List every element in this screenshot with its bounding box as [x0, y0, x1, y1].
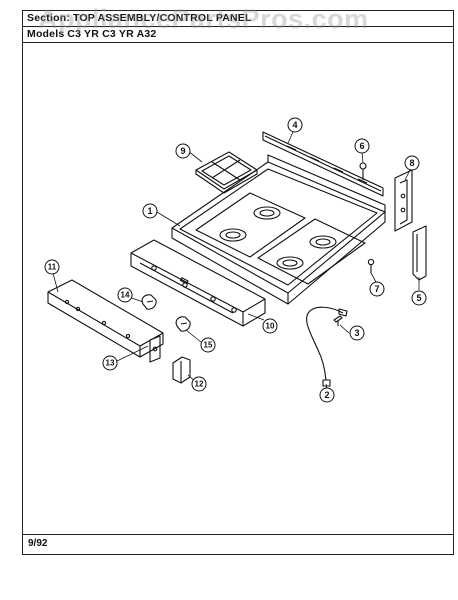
models-label: Models [27, 28, 65, 40]
valve-manifold-bracket [47, 279, 164, 363]
side-bracket [394, 169, 413, 232]
models-header: Models C3 YR C3 YR A32 [23, 27, 453, 43]
callout-12 [191, 376, 207, 392]
callout-5 [411, 290, 427, 306]
control-panel [130, 239, 266, 327]
callout-6 [354, 138, 370, 154]
side-trim [412, 225, 427, 281]
control-knob-left [141, 294, 157, 310]
callout-number-13: 13 [106, 359, 115, 368]
section-header: Section: TOP ASSEMBLY/CONTROL PANEL [23, 11, 453, 27]
wire-screw [333, 315, 343, 326]
callout-4 [287, 117, 303, 133]
callout-number-2: 2 [324, 390, 329, 400]
callout-7 [369, 281, 385, 297]
revision-date: 9/92 [28, 538, 48, 549]
callout-14 [117, 287, 133, 303]
callout-number-4: 4 [292, 120, 297, 130]
callout-numbers: 1 2 3 4 5 6 7 8 9 10 11 12 13 14 15 [48, 120, 422, 400]
backguard-rail [262, 131, 384, 197]
callout-number-8: 8 [409, 158, 414, 168]
callout-number-9: 9 [180, 146, 185, 156]
callout-number-11: 11 [48, 263, 57, 272]
callout-leaders [52, 131, 420, 390]
callout-number-5: 5 [416, 293, 421, 303]
igniter-wire [306, 306, 348, 387]
callout-1 [142, 203, 158, 219]
callout-number-3: 3 [354, 328, 359, 338]
callout-bubbles [44, 117, 427, 403]
callout-8 [404, 155, 420, 171]
callout-3 [349, 325, 365, 341]
callout-number-6: 6 [359, 141, 364, 151]
callout-10 [262, 318, 278, 334]
callout-number-14: 14 [121, 291, 130, 300]
section-title: TOP ASSEMBLY/CONTROL PANEL [72, 12, 252, 24]
callout-15 [200, 337, 216, 353]
cooktop-panel [171, 154, 386, 305]
callout-9 [175, 143, 191, 159]
callout-number-12: 12 [195, 380, 204, 389]
callout-number-15: 15 [204, 341, 213, 350]
control-knob-right [175, 316, 191, 332]
callout-number-1: 1 [147, 206, 152, 216]
callout-11 [44, 259, 60, 275]
section-label: Section: [27, 12, 71, 24]
callout-2 [319, 387, 335, 403]
diagram-sheet: Section: TOP ASSEMBLY/CONTROL PANEL Mode… [22, 10, 454, 555]
callout-number-10: 10 [266, 322, 275, 331]
callout-13 [102, 355, 118, 371]
retaining-screw [367, 258, 375, 273]
footer-divider [23, 534, 453, 535]
models-list: C3 YR C3 YR A32 [67, 28, 157, 40]
control-clip [172, 356, 191, 384]
callout-number-7: 7 [374, 284, 379, 294]
burner-grate [195, 151, 258, 194]
